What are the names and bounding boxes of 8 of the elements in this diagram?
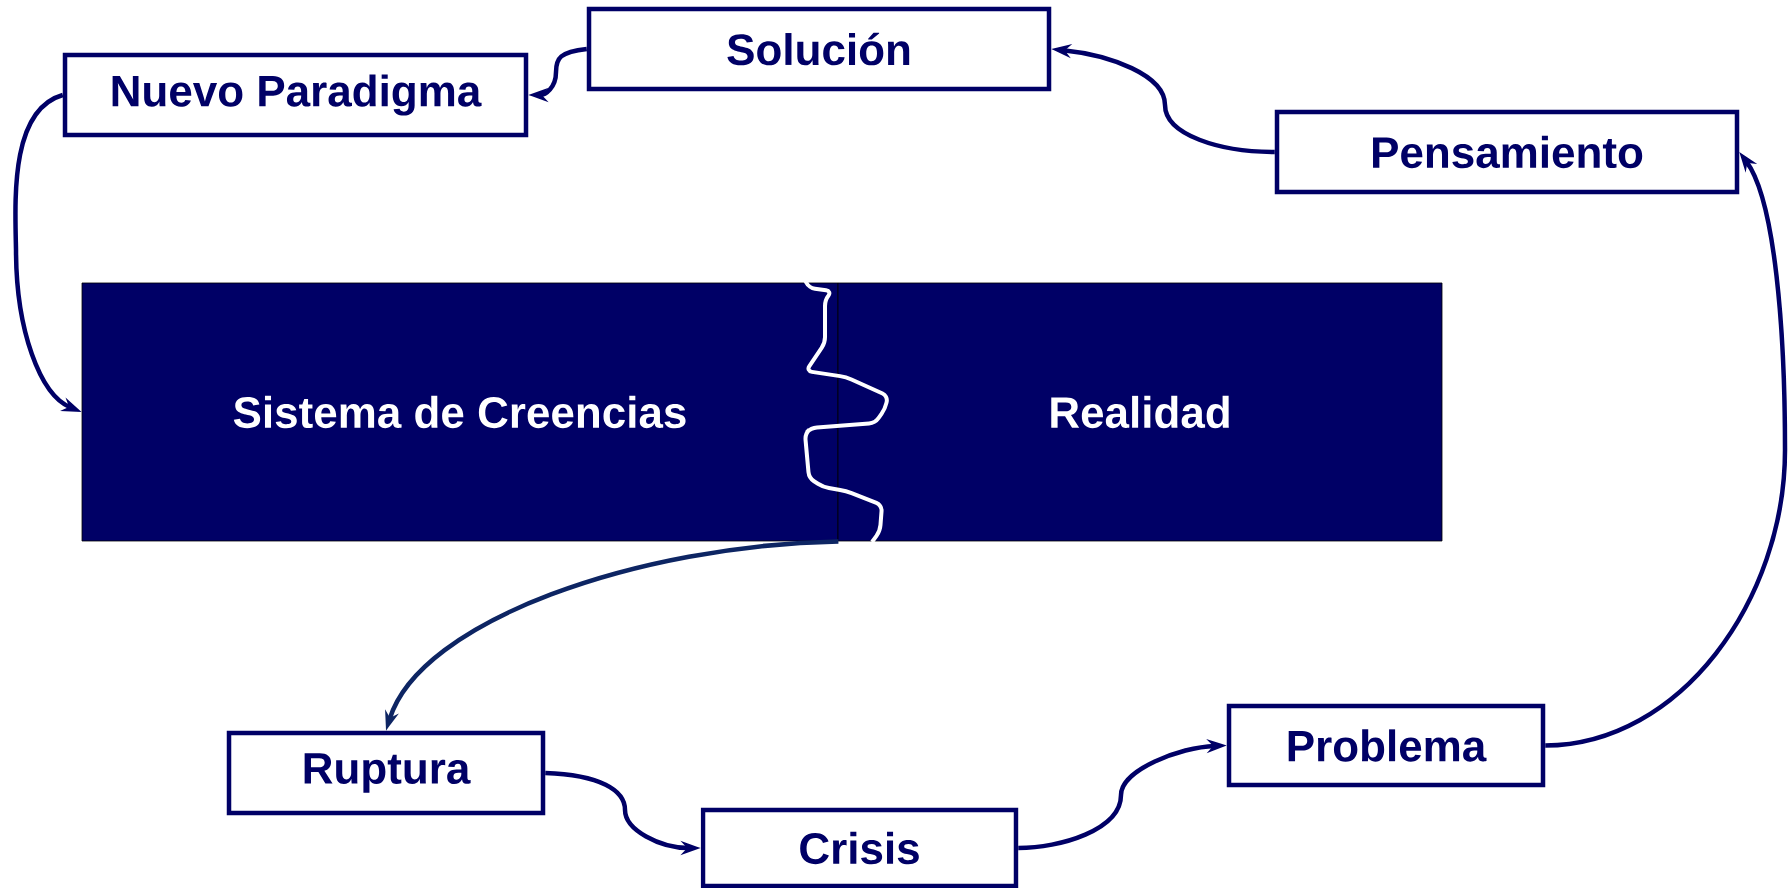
process-box: Solución — [586, 6, 1052, 92]
process-box: Crisis — [700, 807, 1019, 888]
process-box: Ruptura — [226, 730, 546, 816]
belief-panel: Sistema de Creencias — [81, 282, 839, 542]
process-box: Nuevo Paradigma — [62, 52, 529, 138]
belief-panel: Realidad — [837, 282, 1443, 542]
process-box: Problema — [1226, 703, 1546, 788]
process-box: Pensamiento — [1274, 109, 1740, 195]
